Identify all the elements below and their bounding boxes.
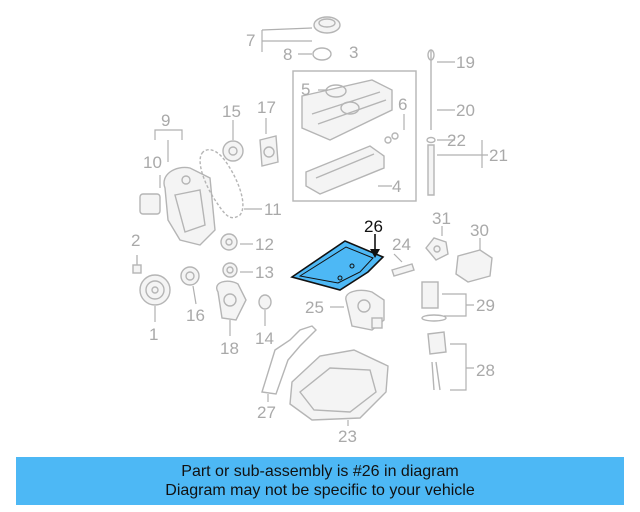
info-banner: Part or sub-assembly is #26 in diagram D…	[16, 457, 624, 505]
label-24: 24	[392, 235, 411, 254]
label-18: 18	[220, 339, 239, 358]
label-2: 2	[131, 231, 140, 250]
highlighted-part-26[interactable]	[290, 240, 385, 291]
bushing	[258, 294, 272, 310]
crankshaft-bolt	[132, 255, 142, 274]
oil-filter-element	[421, 281, 447, 322]
label-21: 21	[489, 146, 508, 165]
label-25: 25	[305, 298, 324, 317]
oil-filter-housing	[427, 331, 447, 391]
label-16: 16	[186, 306, 205, 325]
banner-line-1: Part or sub-assembly is #26 in diagram	[181, 463, 459, 480]
oil-pressure-sensor	[425, 237, 449, 261]
label-23: 23	[338, 427, 357, 446]
label-14: 14	[255, 329, 274, 348]
oil-pump	[345, 289, 385, 331]
oil-baffle	[261, 325, 317, 395]
oil-cap-seal	[312, 47, 332, 61]
label-31: 31	[432, 209, 451, 228]
label-7: 7	[246, 31, 255, 50]
label-30: 30	[470, 221, 489, 240]
label-29: 29	[476, 296, 495, 315]
label-13: 13	[255, 263, 274, 282]
dipstick	[426, 49, 436, 196]
label-27: 27	[257, 403, 276, 422]
oil-filler-cap	[313, 16, 341, 34]
label-3: 3	[349, 43, 358, 62]
timing-chain	[199, 148, 244, 219]
label-1: 1	[149, 325, 158, 344]
label-4: 4	[392, 177, 401, 196]
label-6: 6	[398, 95, 407, 114]
valve-cover-assembly	[292, 70, 417, 202]
label-26: 26	[364, 217, 383, 236]
parts-diagram: 7 8 3 5 6 4 19 20 22 21 9 10 15 17 11 12…	[131, 16, 508, 446]
label-11: 11	[264, 200, 282, 219]
label-5: 5	[301, 80, 310, 99]
banner-line-2: Diagram may not be specific to your vehi…	[165, 482, 475, 499]
label-10: 10	[143, 153, 162, 172]
label-22: 22	[447, 131, 466, 150]
label-15: 15	[222, 102, 241, 121]
tensioner-pulley	[222, 262, 238, 278]
label-12: 12	[255, 235, 274, 254]
chain-tensioner	[259, 135, 279, 167]
label-20: 20	[456, 101, 475, 120]
label-17: 17	[257, 98, 276, 117]
timing-cover	[139, 166, 216, 246]
oil-pan	[289, 349, 389, 421]
oil-pickup-tube	[391, 263, 415, 277]
idler-pulley	[220, 233, 238, 251]
water-pump	[216, 280, 247, 321]
callout-arrow-26	[370, 234, 380, 258]
crankshaft-sprocket	[180, 266, 200, 286]
label-28: 28	[476, 361, 495, 380]
camshaft-sprocket	[222, 140, 244, 162]
label-8: 8	[283, 45, 292, 64]
oil-cooler	[455, 249, 493, 283]
label-19: 19	[456, 53, 475, 72]
crankshaft-pulley	[139, 274, 171, 306]
label-9: 9	[161, 111, 170, 130]
